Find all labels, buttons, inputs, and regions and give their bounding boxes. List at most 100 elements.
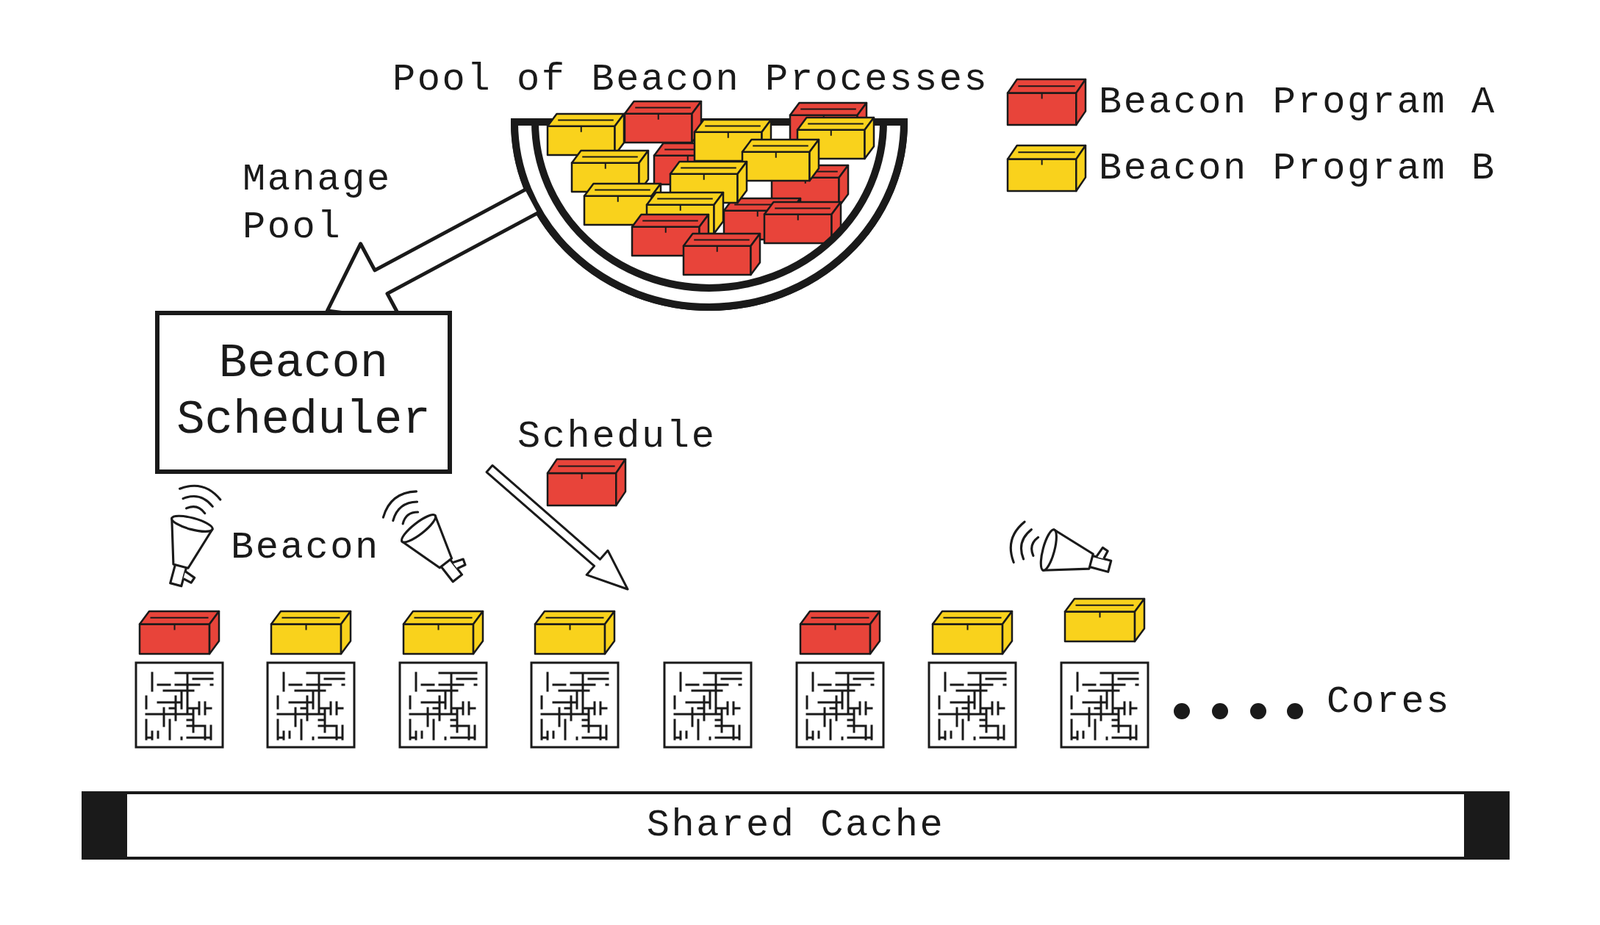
- core-chip: [796, 662, 884, 748]
- box-face: [751, 233, 760, 275]
- box-tape: [557, 465, 615, 479]
- running-process-box: [535, 611, 615, 655]
- legend-text: Beacon Program B: [1098, 144, 1497, 193]
- sound-waves: [378, 485, 428, 532]
- megaphone-icon: [378, 485, 475, 592]
- chip-outline: [664, 662, 752, 748]
- legend-box: [1007, 79, 1086, 125]
- megaphone-mouth: [1037, 528, 1060, 572]
- box-tape: [1017, 85, 1075, 99]
- running-process-box: [271, 611, 351, 655]
- beacon-process-box: [742, 139, 819, 181]
- box-tape: [594, 189, 651, 202]
- chip-outline: [531, 662, 619, 748]
- legend-box: [1007, 145, 1086, 192]
- box-tape: [149, 618, 208, 631]
- box-tape: [1075, 605, 1134, 619]
- box-tape: [1017, 152, 1075, 165]
- legend-text: Beacon Program A: [1098, 78, 1497, 127]
- manage-arrow: [327, 188, 539, 321]
- schedule-label: Schedule: [517, 413, 716, 461]
- box-tape: [680, 167, 737, 180]
- running-process-box: [932, 611, 1013, 655]
- box-tape: [693, 239, 750, 252]
- core-chip: [1061, 662, 1149, 748]
- box-tape: [810, 618, 869, 631]
- box-tape: [642, 220, 699, 233]
- chip-circuit: [674, 673, 741, 740]
- box-tape: [942, 618, 1002, 631]
- beacon-process-box: [624, 101, 702, 143]
- box-face: [1075, 79, 1086, 125]
- beacon-process-box: [764, 202, 841, 244]
- box-face: [737, 161, 747, 203]
- schedule-arrow: [486, 465, 628, 590]
- edge-label: Manage Pool: [242, 155, 419, 252]
- box-tape: [704, 125, 761, 138]
- megaphone-icon: [155, 481, 223, 591]
- core-chip: [267, 662, 355, 748]
- box-tape: [281, 618, 340, 631]
- bowl-body: [514, 122, 904, 308]
- scheduled-process-box: [547, 459, 626, 506]
- box-face: [839, 165, 849, 207]
- core-chip: [135, 662, 223, 748]
- chip-circuit: [541, 673, 608, 740]
- chip-circuit: [146, 673, 213, 740]
- chip-outline: [796, 662, 884, 748]
- beacon-process-box: [547, 113, 624, 156]
- legend-swatch: [1005, 76, 1088, 128]
- box-tape: [413, 618, 472, 631]
- box-tape: [557, 119, 614, 132]
- sound-waves: [1006, 519, 1041, 567]
- scheduler-title: Beacon Scheduler: [174, 335, 433, 450]
- box-face: [615, 459, 626, 506]
- bowl-rim: [514, 122, 904, 308]
- chip-outline: [399, 662, 487, 748]
- box-face: [615, 113, 624, 156]
- pool-node: Pool of Beacon Processes: [392, 55, 1003, 310]
- beacon-process-box: [683, 233, 760, 275]
- box-face: [473, 611, 483, 655]
- chip-circuit: [1071, 673, 1138, 740]
- chip-outline: [267, 662, 355, 748]
- box-face: [341, 611, 351, 655]
- box-face: [870, 611, 880, 655]
- chip-outline: [928, 662, 1016, 748]
- shared-cache-bar: Shared Cache: [81, 791, 1510, 860]
- box-face: [1075, 145, 1086, 192]
- box-face: [714, 192, 724, 234]
- box-tape: [657, 198, 713, 211]
- box-tape: [752, 145, 809, 158]
- cores-label: Cores: [1326, 678, 1451, 727]
- chip-circuit: [806, 673, 874, 740]
- box-tape: [545, 618, 604, 631]
- chip-outline: [135, 662, 223, 748]
- core-chip: [531, 662, 619, 748]
- box-tape: [807, 123, 864, 136]
- chip-outline: [1061, 662, 1149, 748]
- cache-label: Shared Cache: [646, 801, 946, 850]
- box-face: [1134, 598, 1145, 642]
- running-process-box: [139, 611, 220, 655]
- core-chip: [928, 662, 1016, 748]
- ellipsis-dot: [1173, 703, 1190, 720]
- megaphone-grip: [1096, 546, 1109, 560]
- box-face: [865, 117, 874, 159]
- box-face: [209, 611, 220, 655]
- box-tape: [635, 107, 691, 120]
- beacon-label: Beacon: [230, 524, 380, 572]
- megaphone-grip: [452, 556, 467, 571]
- megaphone-grip: [183, 571, 196, 584]
- pool-heading: Pool of Beacon Processes: [392, 55, 1003, 104]
- running-process-box: [800, 611, 880, 655]
- megaphone-icon: [1006, 519, 1115, 587]
- box-tape: [582, 156, 638, 169]
- box-tape: [774, 207, 831, 220]
- box-face: [604, 611, 615, 655]
- chip-circuit: [939, 673, 1006, 740]
- core-chip: [399, 662, 487, 748]
- sound-waves: [175, 481, 223, 516]
- scheduler-box: Beacon Scheduler: [155, 310, 452, 475]
